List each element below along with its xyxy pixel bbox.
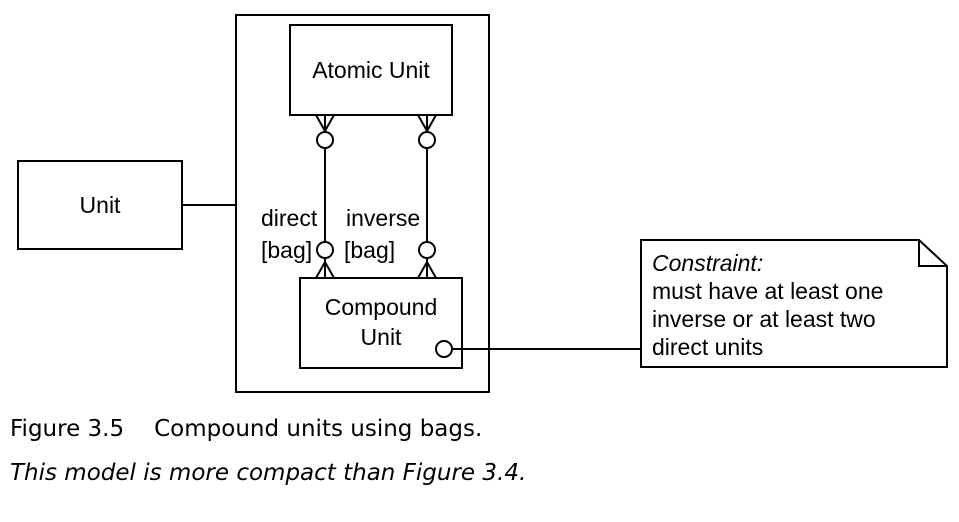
direct-multiplicity-label: [bag]: [261, 237, 312, 263]
compound-unit-label-line2: Unit: [361, 324, 403, 350]
inverse-role-label: inverse: [346, 205, 420, 231]
diagram: Unit Atomic Unit Compound Unit direct [b…: [17, 14, 948, 393]
atomic-unit-box: [289, 24, 453, 116]
direct-relationship: [315, 114, 335, 279]
direct-role-label: direct: [261, 205, 318, 231]
generalization-group-box: [235, 14, 490, 393]
figure-note: This model is more compact than Figure 3…: [10, 460, 527, 486]
unit-label: Unit: [80, 192, 122, 218]
constraint-anchor-circle: [435, 340, 453, 358]
direct-bottom-optional-circle: [316, 241, 334, 259]
figure-number: Figure 3.5: [10, 416, 125, 442]
figure-title: Compound units using bags.: [154, 416, 483, 442]
constraint-line-3: direct units: [652, 334, 763, 360]
direct-top-optional-circle: [316, 131, 334, 149]
compound-unit-label-line1: Compound: [325, 294, 438, 320]
note-fold-corner: [918, 240, 947, 267]
inverse-bottom-optional-circle: [418, 241, 436, 259]
compound-unit-box: [299, 277, 463, 369]
inverse-multiplicity-label: [bag]: [344, 237, 395, 263]
constraint-title: Constraint:: [652, 250, 763, 276]
inverse-relationship: [417, 114, 437, 279]
constraint-line-1: must have at least one: [652, 278, 883, 304]
figure-caption: Figure 3.5 Compound units using bags.: [10, 416, 482, 442]
constraint-note-box: [640, 239, 948, 368]
atomic-unit-label: Atomic Unit: [312, 57, 430, 83]
constraint-line-2: inverse or at least two: [652, 306, 876, 332]
inverse-top-optional-circle: [418, 131, 436, 149]
